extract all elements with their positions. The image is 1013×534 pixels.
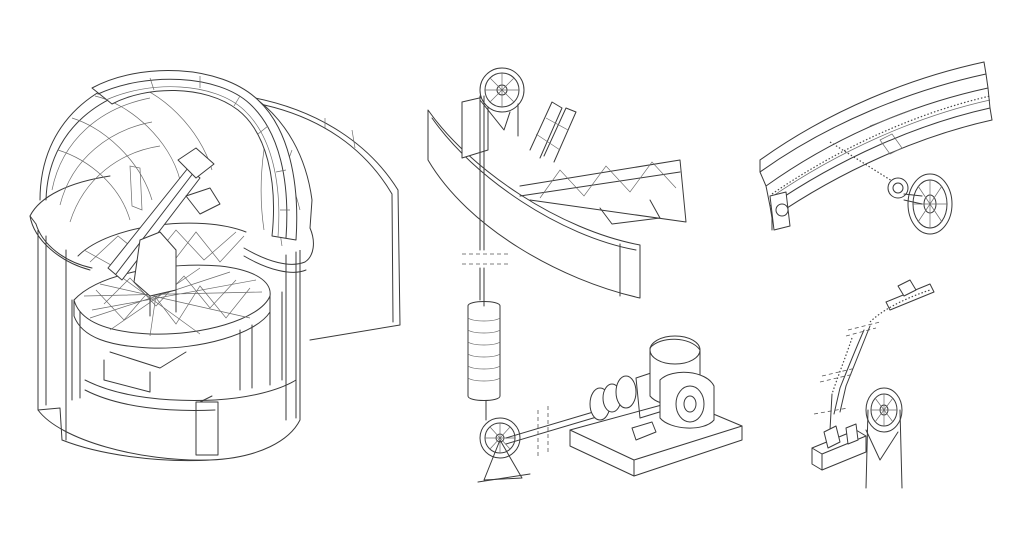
- cable-lines: [462, 95, 508, 421]
- support-truss: [519, 101, 687, 225]
- sprocket-wheel: [865, 387, 903, 489]
- motor-unit: [569, 335, 743, 477]
- counterweight-stack: [467, 299, 501, 401]
- chain-sprocket-panel: [811, 279, 935, 489]
- dome-cutaway-panel: [29, 69, 401, 462]
- curved-rail: [759, 61, 993, 231]
- curved-rail-panel: [759, 61, 993, 235]
- drive-wheel: [903, 173, 953, 235]
- curved-wall-segment: [427, 109, 641, 299]
- upper-pulley-assembly: [461, 67, 525, 159]
- gear-base-block: [811, 423, 867, 471]
- annex-building: [249, 96, 401, 341]
- guide-rail-top: [869, 279, 935, 323]
- dome-shell: [39, 69, 313, 247]
- lower-pulley-assembly: [477, 417, 531, 483]
- counterweight-drive-panel: [427, 67, 743, 483]
- drive-shaft: [505, 406, 601, 458]
- telescope: [107, 147, 221, 317]
- drop-line: [829, 393, 833, 431]
- rail-end-bracket: [769, 191, 791, 231]
- observing-floor-truss: [73, 222, 271, 349]
- chain-drive: [829, 141, 909, 199]
- dome-rim-ring: [29, 175, 314, 273]
